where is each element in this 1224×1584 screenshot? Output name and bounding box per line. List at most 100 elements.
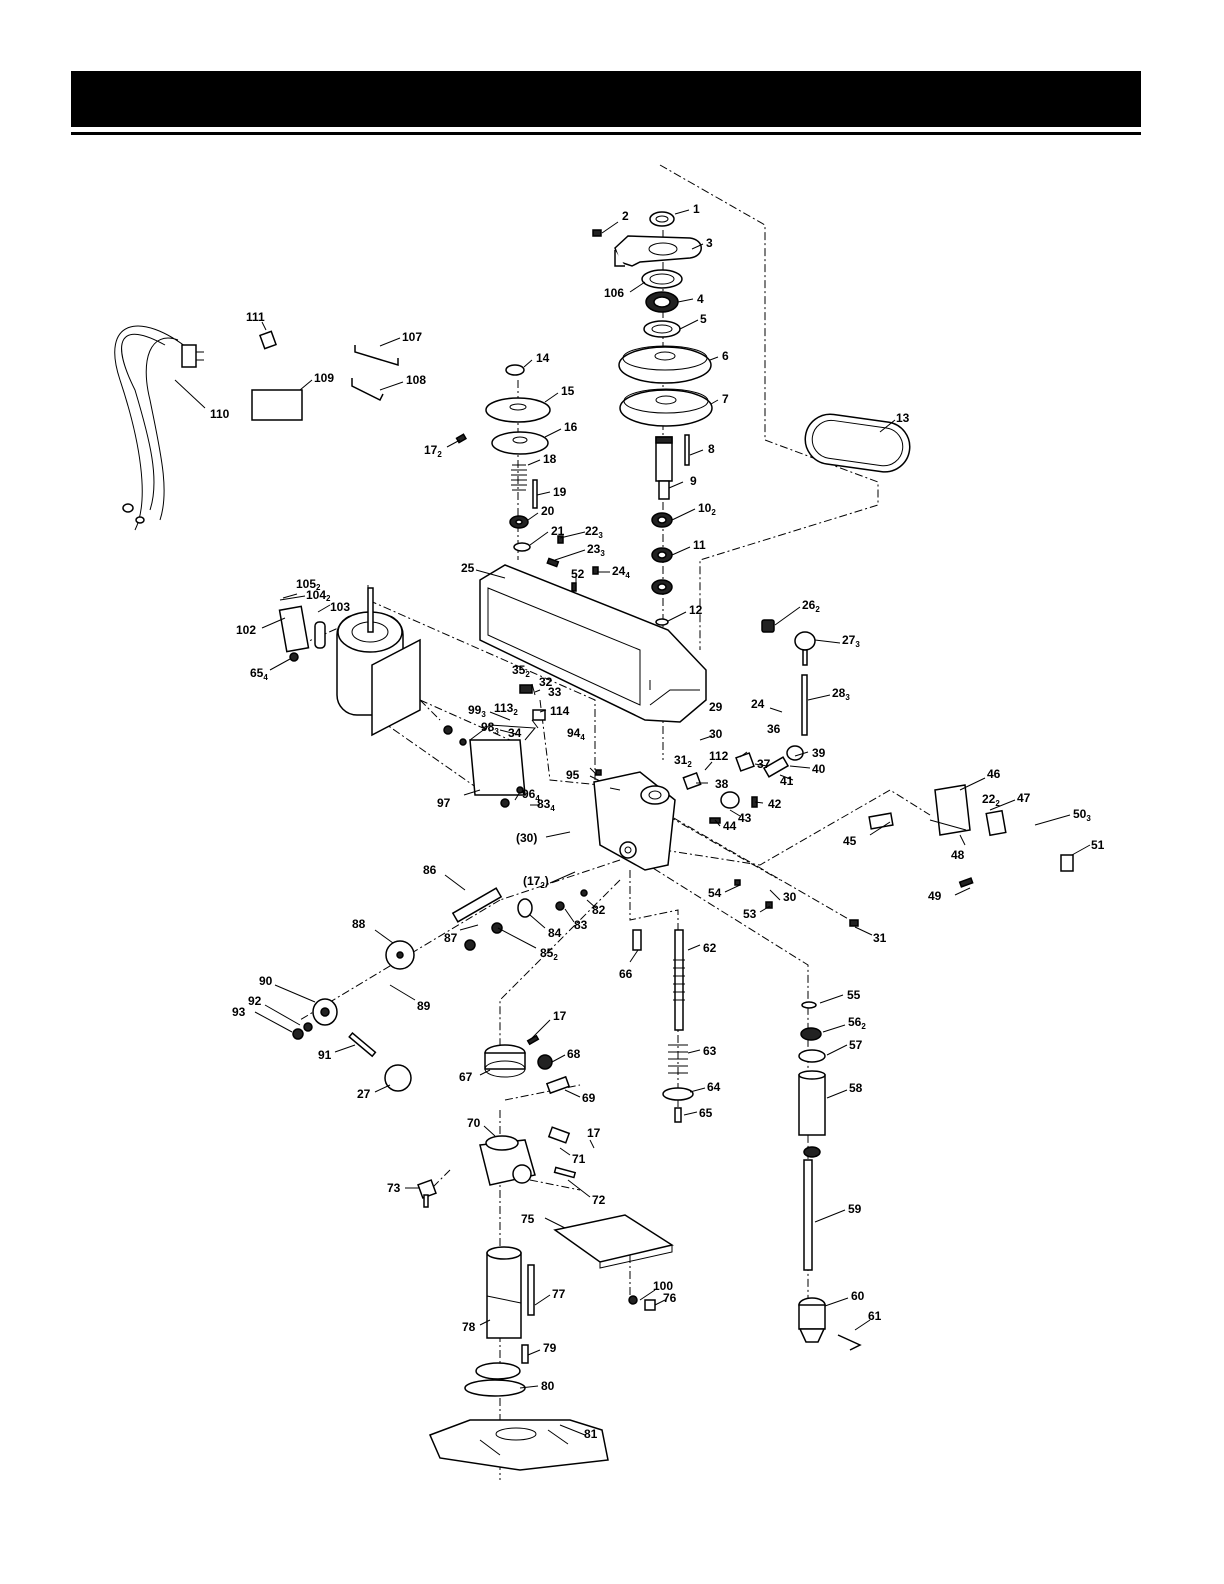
label-23: 233: [587, 542, 605, 558]
label-78: 78: [462, 1320, 476, 1334]
label-67: 67: [459, 1070, 473, 1084]
label-7: 7: [722, 392, 729, 406]
label-22-top: 223: [585, 524, 603, 540]
label-12: 12: [689, 603, 703, 617]
label-4: 4: [697, 292, 704, 306]
label-34: 34: [508, 726, 522, 740]
label-26: 262: [802, 598, 820, 614]
label-30-paren: (30): [516, 831, 537, 845]
label-30-top: 30: [709, 727, 723, 741]
label-93: 93: [232, 1005, 246, 1019]
label-17-paren: (172): [523, 874, 549, 890]
label-30-right: 30: [783, 890, 797, 904]
label-40: 40: [812, 762, 826, 776]
spindle-pulley-assembly: [592, 211, 713, 626]
label-37: 37: [757, 757, 771, 771]
label-45: 45: [843, 834, 857, 848]
label-44: 44: [723, 819, 737, 833]
label-39: 39: [812, 746, 826, 760]
label-106: 106: [604, 286, 624, 300]
label-22-switch: 222: [982, 792, 1000, 808]
label-33: 33: [548, 685, 562, 699]
motor-pulley-assembly: [455, 364, 551, 552]
label-86: 86: [423, 863, 437, 877]
label-112: 112: [709, 749, 729, 763]
label-6: 6: [722, 349, 729, 363]
label-70: 70: [467, 1116, 481, 1130]
label-14: 14: [536, 351, 550, 365]
head-hardware: [682, 745, 859, 927]
label-88: 88: [352, 917, 366, 931]
label-52: 52: [571, 567, 585, 581]
label-80: 80: [541, 1379, 555, 1393]
label-62: 62: [703, 941, 717, 955]
label-36: 36: [767, 722, 781, 736]
label-94: 944: [567, 726, 585, 742]
label-51: 51: [1091, 838, 1105, 852]
column-base: [428, 1246, 609, 1471]
label-31-top: 312: [674, 753, 692, 769]
label-64: 64: [707, 1080, 721, 1094]
label-114: 114: [550, 704, 570, 718]
label-97: 97: [437, 796, 451, 810]
label-20: 20: [541, 504, 555, 518]
label-89: 89: [417, 999, 431, 1013]
label-1: 1: [693, 202, 700, 216]
label-111: 111: [246, 310, 265, 324]
label-72: 72: [592, 1193, 606, 1207]
label-90: 90: [259, 974, 273, 988]
label-17-lower: 17: [587, 1126, 601, 1140]
header-rule: [71, 132, 1141, 135]
label-15: 15: [561, 384, 575, 398]
label-100: 100: [653, 1279, 673, 1293]
label-47: 47: [1017, 791, 1031, 805]
depth-rod-assembly: [662, 929, 694, 1123]
label-98: 983: [481, 720, 499, 736]
label-54: 54: [708, 886, 722, 900]
label-82: 82: [592, 903, 606, 917]
label-24-mid: 24: [751, 697, 765, 711]
label-41: 41: [780, 774, 794, 788]
header-bar: [71, 71, 1141, 127]
quill-assembly: [798, 1001, 862, 1351]
label-53: 53: [743, 907, 757, 921]
label-108: 108: [406, 373, 426, 387]
label-65-motor: 654: [250, 666, 268, 682]
label-69: 69: [582, 1091, 596, 1105]
label-59: 59: [848, 1202, 862, 1216]
label-63: 63: [703, 1044, 717, 1058]
label-65: 65: [699, 1106, 713, 1120]
label-75: 75: [521, 1212, 535, 1226]
label-83-bracket: 834: [537, 797, 555, 813]
label-57: 57: [849, 1038, 863, 1052]
label-48: 48: [951, 848, 965, 862]
label-71: 71: [572, 1152, 586, 1166]
label-113: 1132: [494, 701, 518, 717]
label-27-top: 273: [842, 633, 860, 649]
label-50: 503: [1073, 807, 1091, 823]
label-103: 103: [330, 600, 350, 614]
label-29: 29: [709, 700, 723, 714]
label-110: 110: [210, 407, 230, 421]
label-17-top: 172: [424, 443, 442, 459]
part-labels: 1 2 3 106 4 5 6 7 8 9 102 11 12 13 14 15…: [210, 202, 1105, 1441]
label-61: 61: [868, 1309, 882, 1323]
label-81: 81: [584, 1427, 598, 1441]
label-38: 38: [715, 777, 729, 791]
label-109: 109: [314, 371, 334, 385]
label-83: 83: [574, 918, 588, 932]
label-31-right: 31: [873, 931, 887, 945]
drill-head: [519, 684, 676, 871]
label-19: 19: [553, 485, 567, 499]
label-32: 32: [539, 675, 553, 689]
label-58: 58: [849, 1081, 863, 1095]
label-49: 49: [928, 889, 942, 903]
label-99: 993: [468, 703, 486, 719]
label-13: 13: [896, 411, 910, 425]
label-60: 60: [851, 1289, 865, 1303]
switch-assembly: [868, 784, 1074, 888]
label-46: 46: [987, 767, 1001, 781]
label-9: 9: [690, 474, 697, 488]
label-87: 87: [444, 931, 458, 945]
